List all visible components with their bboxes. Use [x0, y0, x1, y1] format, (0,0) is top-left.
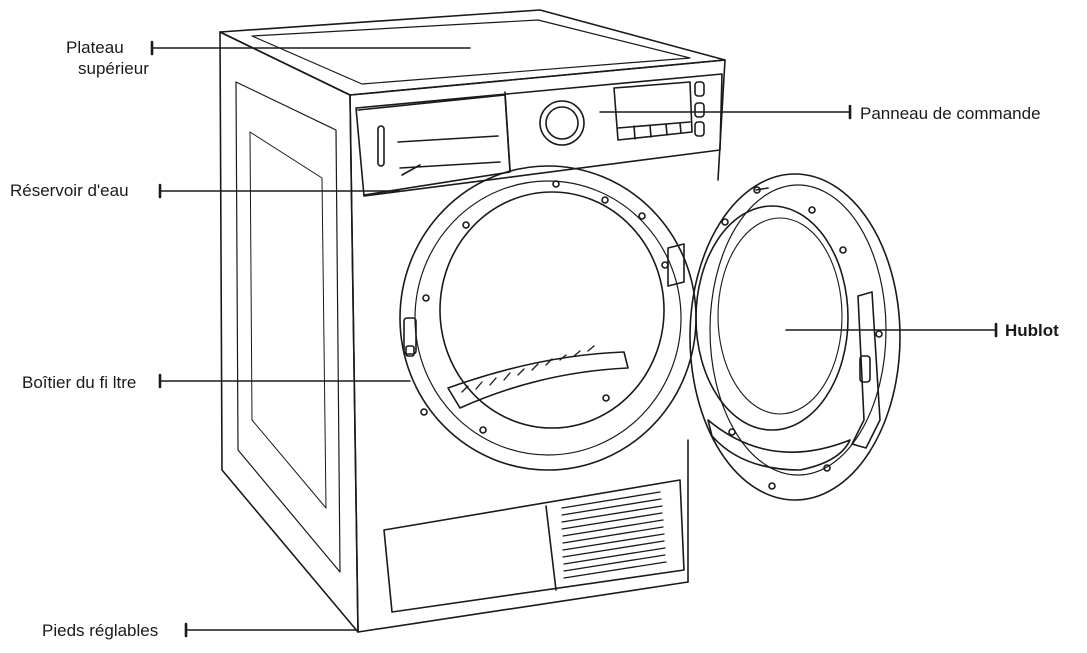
- porthole-glass: [695, 205, 849, 431]
- lower-front-art: [383, 479, 685, 613]
- door-screw: [768, 482, 776, 490]
- door-latch: [403, 317, 417, 355]
- water-tank-indicator: [377, 125, 385, 167]
- door-screw: [823, 464, 831, 472]
- door-screw: [721, 218, 729, 226]
- label-plateau-line1: Plateau: [66, 38, 124, 57]
- rim-screw: [420, 408, 428, 416]
- filter-slots: [461, 345, 595, 393]
- door-latch-inner: [405, 345, 415, 357]
- porthole-door-art: [667, 173, 901, 501]
- left-side-inset-2: [249, 131, 327, 509]
- porthole-handle-latch: [859, 355, 871, 383]
- label-boitier-filtre: Boîtier du fi ltre: [22, 373, 137, 392]
- door-opening-art: [399, 165, 697, 471]
- rim-screw: [422, 294, 430, 302]
- display-btn-div-3: [665, 123, 668, 136]
- door-drum-opening: [439, 191, 665, 429]
- program-knob-outer: [539, 100, 585, 146]
- door-screw: [808, 206, 816, 214]
- rim-screw: [552, 180, 560, 188]
- control-panel-art: [355, 73, 723, 197]
- rim-screw: [479, 426, 487, 434]
- front-top-edge: [349, 59, 726, 96]
- water-tank-drawer: [357, 94, 511, 196]
- plinth-divider: [545, 505, 557, 591]
- rim-screw: [602, 394, 610, 402]
- display-btn-div-2: [649, 124, 652, 138]
- label-plateau-line2: supérieur: [78, 59, 149, 78]
- label-reservoir-eau: Réservoir d'eau: [10, 181, 129, 200]
- porthole-lower-recess: [707, 419, 851, 471]
- control-panel-band: [355, 73, 723, 197]
- rim-screw: [601, 196, 609, 204]
- display-btn-div-1: [633, 125, 636, 140]
- label-hublot: Hublot: [1005, 321, 1059, 340]
- door-screw: [839, 246, 847, 254]
- door-screw: [875, 330, 883, 338]
- left-side-inset: [235, 81, 341, 573]
- porthole-handle: [851, 291, 881, 449]
- leader-lines: [150, 40, 998, 638]
- rim-screw: [661, 261, 669, 269]
- water-tank-handle-3: [401, 164, 421, 176]
- label-plateau-superieur: Plateau supérieur: [66, 37, 149, 79]
- side-button-1: [694, 81, 705, 97]
- water-tank-handle-1: [397, 135, 499, 143]
- top-plate-inset: [251, 19, 691, 85]
- top-plate-outline: [219, 9, 726, 96]
- door-rim-outer: [399, 165, 697, 471]
- porthole-hinge: [667, 243, 685, 287]
- filter-housing: [447, 351, 629, 409]
- side-button-2: [694, 102, 705, 118]
- porthole-glass-inner: [717, 217, 843, 415]
- door-screw: [728, 428, 736, 436]
- display-window: [613, 81, 693, 141]
- program-knob-inner: [545, 106, 579, 140]
- rim-screw: [638, 212, 646, 220]
- display-buttons-row: [617, 121, 691, 129]
- front-left-edge: [349, 94, 359, 633]
- porthole-frame-outer: [689, 173, 901, 501]
- rim-screw: [462, 221, 470, 229]
- label-pieds-reglables: Pieds réglables: [42, 621, 159, 640]
- vent-grille: [561, 491, 667, 579]
- plinth-panel: [383, 479, 685, 613]
- door-top-clip: [755, 187, 769, 191]
- display-btn-div-4: [679, 122, 682, 134]
- front-bottom-edge: [357, 581, 689, 633]
- label-panneau-commande: Panneau de commande: [860, 104, 1041, 123]
- side-button-3: [694, 121, 705, 137]
- dryer-cabinet: [219, 9, 726, 633]
- door-rim-mid: [414, 180, 682, 456]
